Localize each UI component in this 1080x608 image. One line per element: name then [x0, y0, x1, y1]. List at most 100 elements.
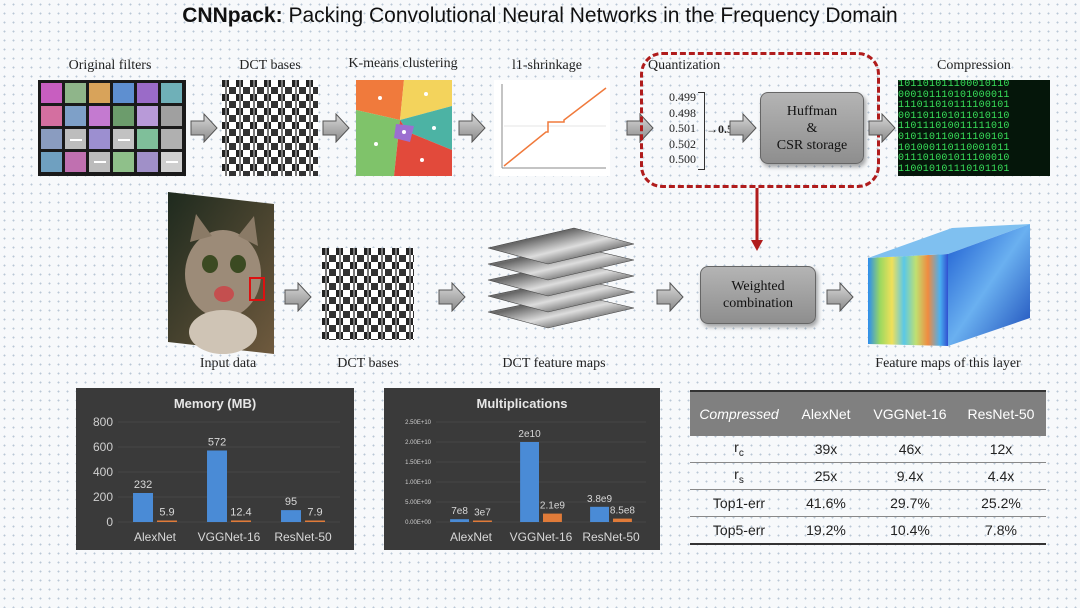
label-quantization: Quantization	[648, 58, 721, 73]
table-cell: 25.2%	[981, 495, 1021, 511]
chart-title: Memory (MB)	[174, 396, 256, 411]
weighted-combination-box: Weighted combination	[700, 266, 816, 324]
table-cell: 46x	[898, 441, 922, 457]
arrow-right-icon	[322, 113, 350, 143]
y-tick-label: 2.50E+10	[405, 420, 432, 426]
label-dct-bases-top: DCT bases	[239, 58, 301, 73]
data-label: 2e10	[518, 429, 541, 440]
table-cell: 25x	[814, 468, 838, 484]
dct-bases-pattern	[222, 80, 318, 176]
bar	[133, 493, 153, 522]
huffman-line: CSR storage	[776, 137, 848, 153]
y-tick-label: 0.00E+00	[405, 520, 432, 526]
table-cell: 7.8%	[985, 522, 1017, 538]
output-feature-cube	[868, 224, 1030, 346]
input-image	[168, 192, 274, 354]
dct-bases-pattern	[322, 248, 414, 340]
category-label: ResNet-50	[582, 530, 640, 544]
label-feature-maps-layer: Feature maps of this layer	[875, 356, 1021, 371]
category-label: AlexNet	[450, 530, 493, 544]
data-label: 572	[208, 437, 226, 449]
label-compression: Compression	[937, 58, 1011, 73]
weighted-line: combination	[723, 296, 793, 311]
original-filters-image	[38, 80, 186, 176]
y-tick-label: 400	[93, 465, 113, 479]
data-label: 7e8	[451, 506, 468, 517]
quant-value: 0.498	[669, 105, 696, 120]
category-label: VGGNet-16	[198, 530, 261, 544]
label-dct-bases-bottom: DCT bases	[337, 356, 399, 371]
arrow-right-icon	[284, 282, 312, 312]
row-label: rs	[734, 466, 744, 486]
kmeans-image	[356, 80, 452, 176]
shrinkage-curve	[501, 84, 607, 169]
quantization-values: 0.499 0.498 0.501 0.502 0.500	[652, 90, 696, 168]
huffman-csr-box: Huffman & CSR storage	[760, 92, 864, 164]
bar	[473, 520, 492, 522]
bar	[305, 520, 325, 522]
huffman-line: Huffman	[786, 103, 838, 119]
table-cell: 4.4x	[987, 468, 1015, 484]
table-cell: 19.2%	[806, 522, 846, 538]
y-tick-label: 2.00E+10	[405, 440, 432, 446]
dct-feature-maps-image	[478, 224, 638, 344]
bar	[450, 519, 469, 522]
category-label: VGGNet-16	[510, 530, 573, 544]
table-header-cell: Compressed	[699, 406, 779, 422]
data-label: 3.8e9	[587, 494, 612, 505]
bar	[207, 450, 227, 522]
binary-line: 110010101110101101	[898, 163, 1010, 175]
filters-grid	[41, 83, 182, 172]
quantization-result: →0.5	[706, 122, 733, 136]
memory-chart-svg: Memory (MB)02004006008002325.9AlexNet572…	[93, 396, 340, 544]
arrow-right-icon	[656, 282, 684, 312]
arrow-down-icon	[751, 188, 763, 251]
y-tick-label: 1.50E+10	[405, 460, 432, 466]
bar	[590, 506, 609, 522]
row-label: rc	[734, 439, 744, 459]
data-label: 95	[285, 496, 297, 508]
dct-bases-bottom-image	[322, 248, 414, 340]
title-rest: Packing Convolutional Neural Networks in…	[282, 4, 898, 27]
table-cell: 41.6%	[806, 495, 846, 511]
binary-line: 011101001011100010	[898, 153, 1010, 165]
bar	[543, 513, 562, 522]
category-label: AlexNet	[134, 530, 177, 544]
quant-result-value: 0.5	[718, 122, 733, 136]
table-cell: 12x	[989, 441, 1013, 457]
data-label: 232	[134, 479, 152, 491]
bar	[520, 442, 539, 522]
table-cell: 10.4%	[890, 522, 930, 538]
results-table-wrap: Compressed AlexNet VGGNet-16 ResNet-50 r…	[690, 390, 1046, 545]
quant-value: 0.501	[669, 121, 696, 135]
data-label: 3e7	[474, 508, 491, 519]
y-tick-label: 5.00E+09	[405, 500, 432, 506]
l1-shrinkage-plot	[494, 80, 610, 176]
category-label: ResNet-50	[274, 530, 332, 544]
table-header-cell: AlexNet	[801, 406, 851, 422]
row-label: Top5-err	[712, 522, 766, 538]
label-dct-feature-maps: DCT feature maps	[502, 356, 606, 371]
dct-bases-top-image	[222, 80, 318, 176]
binary-line: 110111010011111010	[898, 121, 1010, 133]
data-label: 7.9	[307, 507, 322, 519]
chart-title: Multiplications	[477, 396, 568, 411]
table-header-cell: VGGNet-16	[873, 406, 947, 422]
y-tick-label: 1.00E+10	[405, 480, 432, 486]
label-kmeans: K-means clustering	[348, 56, 458, 71]
quant-value: 0.500	[669, 152, 696, 166]
output-feature-maps-image	[864, 218, 1034, 348]
data-label: 5.9	[159, 507, 174, 519]
table-cell: 39x	[814, 441, 838, 457]
y-tick-label: 800	[93, 415, 113, 429]
table-cell: 29.7%	[890, 495, 930, 511]
binary-line: 001101101011010110	[898, 110, 1010, 122]
label-l1-shrinkage: l1-shrinkage	[512, 58, 582, 73]
label-input-data: Input data	[199, 356, 257, 371]
arrow-right-icon	[868, 113, 896, 143]
compression-binary: 101101011100010110 000101110101000011 11…	[898, 80, 1050, 176]
table-row: rc 39x 46x 12x	[690, 436, 1046, 463]
y-tick-label: 600	[93, 440, 113, 454]
data-label: 2.1e9	[540, 501, 565, 512]
